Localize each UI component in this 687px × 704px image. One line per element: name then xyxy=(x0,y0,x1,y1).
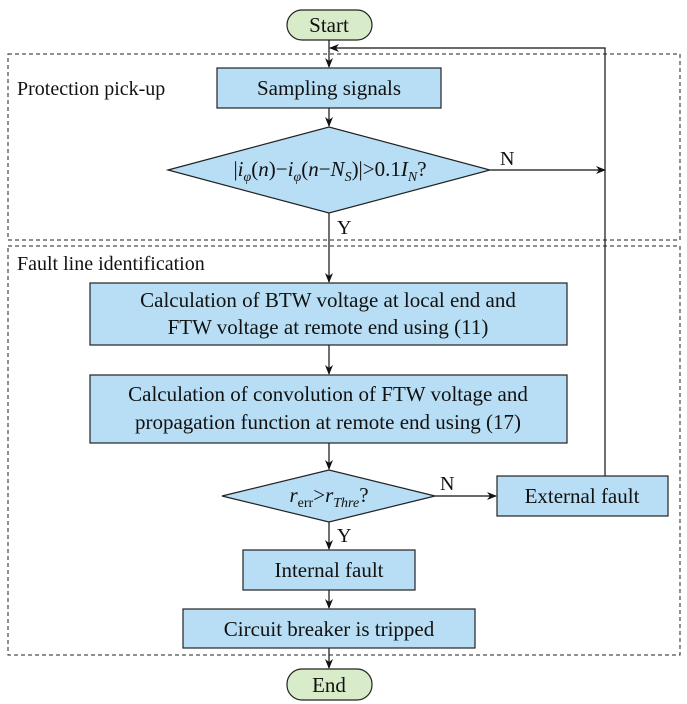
no-label-1: N xyxy=(500,148,514,170)
sampling-signals-label: Sampling signals xyxy=(257,76,401,100)
sampling-signals-box xyxy=(216,67,442,109)
section-fault-line-identification xyxy=(7,245,681,656)
breaker-tripped-box xyxy=(182,608,476,649)
threshold-decision xyxy=(221,469,436,523)
connectors xyxy=(325,40,606,669)
pickup-decision xyxy=(165,126,493,214)
section-protection-pickup xyxy=(7,53,681,241)
yes-label-1: Y xyxy=(337,217,351,239)
section-label-pickup: Protection pick-up xyxy=(17,78,165,100)
yes-label-2: Y xyxy=(337,525,351,547)
internal-fault-label: Internal fault xyxy=(274,558,383,582)
breaker-tripped-label: Circuit breaker is tripped xyxy=(224,617,435,641)
internal-fault-box xyxy=(242,549,416,591)
conv-line-1: Calculation of convolution of FTW voltag… xyxy=(128,382,528,406)
external-fault-box xyxy=(496,475,669,517)
end-terminal xyxy=(286,668,373,701)
btw-ftw-calculation-box xyxy=(89,282,568,346)
btw-line-2: FTW voltage at remote end using (11) xyxy=(168,315,489,339)
conv-line-2: propagation function at remote end using… xyxy=(135,410,521,434)
section-label-identification: Fault line identification xyxy=(17,253,205,275)
start-label: Start xyxy=(309,13,349,37)
threshold-condition: rerr>rThre? xyxy=(289,483,368,511)
end-label: End xyxy=(312,673,346,697)
convolution-calculation-box xyxy=(89,374,568,444)
pickup-condition: |iφ(n)−iφ(n−NS)|>0.1IN? xyxy=(233,157,426,185)
no-label-2: N xyxy=(440,473,454,495)
external-fault-label: External fault xyxy=(525,484,640,508)
start-terminal xyxy=(286,9,373,41)
btw-line-1: Calculation of BTW voltage at local end … xyxy=(140,288,516,312)
